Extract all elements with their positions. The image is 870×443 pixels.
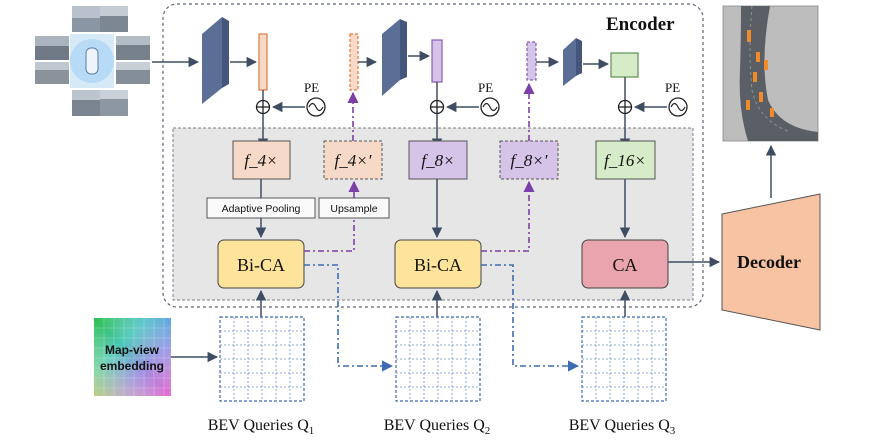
surround-camera-images — [35, 6, 150, 116]
bica-label-1: Bi-CA — [237, 255, 285, 275]
query-caption-2: BEV Queries Q2 — [384, 417, 491, 437]
feature-bar-8x — [431, 39, 443, 83]
feature-bar-4x-prime — [349, 33, 359, 91]
backbone-block-3 — [563, 38, 582, 86]
feature-label-f4-prime: f_4×′ — [335, 151, 372, 170]
feature-label-f8: f_8× — [421, 151, 454, 170]
ca-label: CA — [612, 255, 637, 275]
map-view-embedding — [94, 318, 171, 396]
purple-link-2 — [481, 180, 535, 252]
query-caption-3: BEV Queries Q3 — [569, 417, 676, 437]
bica-block-1 — [217, 239, 305, 289]
feature-bar-8x-prime — [526, 41, 537, 81]
feature-label-f4: f_4× — [244, 151, 277, 170]
feature-box-f8 — [408, 140, 468, 180]
output-bev-map — [722, 5, 819, 142]
bev-query-grid-2 — [395, 316, 481, 402]
backbone-block-1 — [202, 17, 229, 104]
blue-link-2 — [481, 264, 580, 372]
embedding-label-line2: embedding — [100, 359, 164, 373]
decoder-block — [721, 193, 821, 331]
upsample-label: Upsample — [330, 203, 377, 215]
bev-query-grid-3 — [581, 316, 667, 402]
bica-block-2 — [394, 239, 482, 289]
blue-link-1 — [304, 264, 394, 372]
bica-label-2: Bi-CA — [414, 255, 462, 275]
purple-link-1 — [304, 218, 355, 252]
pe-label-1: PE — [304, 80, 319, 95]
pe-label-3: PE — [665, 80, 680, 95]
encoder-frame — [162, 3, 704, 308]
bev-query-grid-1 — [219, 316, 305, 402]
feature-bar-4x — [258, 33, 268, 91]
adaptive-pooling-label: Adaptive Pooling — [222, 203, 301, 215]
encoder-title: Encoder — [606, 14, 675, 35]
feature-box-f16 — [595, 140, 656, 180]
feature-box-f4-prime — [323, 140, 383, 180]
feature-label-f16: f_16× — [604, 151, 646, 170]
feature-box-f8-prime — [499, 140, 559, 180]
feature-box-f4 — [232, 140, 291, 180]
feature-block-16x — [610, 52, 639, 78]
query-caption-1: BEV Queries Q1 — [208, 417, 315, 437]
pe-label-2: PE — [478, 80, 493, 95]
backbone-block-2 — [382, 19, 407, 96]
embedding-label-line1: Map-view — [105, 343, 160, 357]
feature-label-f8-prime: f_8×′ — [511, 151, 548, 170]
decoder-label: Decoder — [737, 252, 801, 272]
ca-block — [581, 239, 669, 289]
